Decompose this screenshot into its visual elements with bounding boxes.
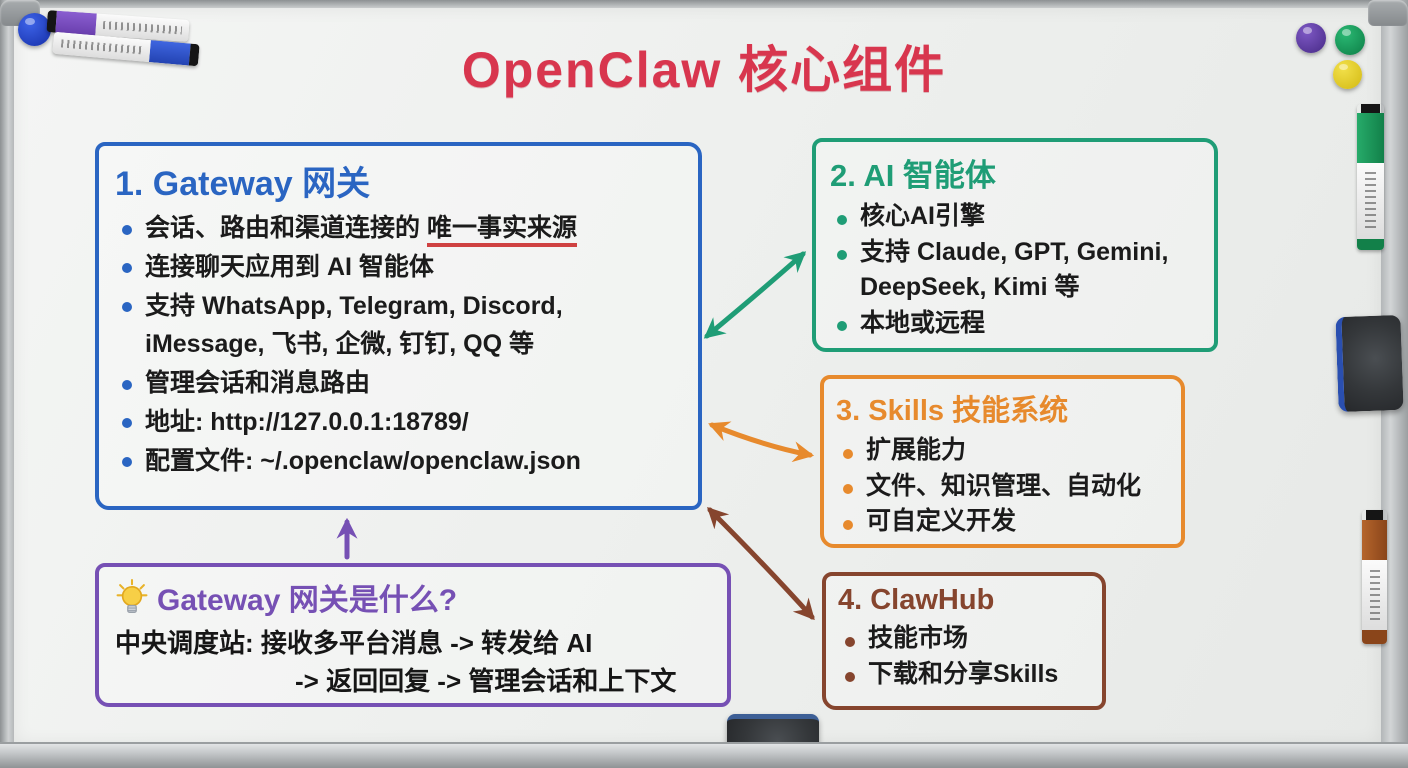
gateway-bullet: 连接聊天应用到 AI 智能体 [115, 248, 682, 287]
ai-agent-bullet: 支持 Claude, GPT, Gemini, DeepSeek, Kimi 等 [830, 235, 1200, 306]
frame-corner-cap [1368, 0, 1408, 26]
skills-bullet: 文件、知识管理、自动化 [836, 469, 1169, 505]
marker-brown-right [1362, 510, 1387, 644]
clawhub-box: 4. ClawHub 技能市场 下载和分享Skills [822, 572, 1106, 710]
ai-agent-bullet: 核心AI引擎 [830, 199, 1200, 235]
clawhub-bullet: 技能市场 [838, 621, 1090, 657]
skills-bullet: 可自定义开发 [836, 504, 1169, 540]
gateway-bullet-address: 地址: http://127.0.0.1:18789/ [115, 403, 682, 442]
gateway-bullet: 管理会话和消息路由 [115, 364, 682, 403]
skills-bullet: 扩展能力 [836, 433, 1169, 469]
marker-end [1362, 630, 1387, 644]
page-title: OpenClaw 核心组件 [461, 42, 947, 98]
marker-body [1357, 163, 1384, 239]
eraser-right [1335, 314, 1404, 413]
note-line: -> 返回回复 -> 管理会话和上下文 [295, 665, 677, 696]
ai-agent-box: 2. AI 智能体 核心AI引擎 支持 Claude, GPT, Gemini,… [812, 138, 1218, 352]
magnet-yellow [1333, 60, 1362, 89]
bullet-text: 会话、路由和渠道连接的 [145, 214, 427, 242]
skills-heading: 3. Skills 技能系统 [836, 395, 1069, 427]
frame-top [0, 0, 1408, 8]
gateway-bullet: 支持 WhatsApp, Telegram, Discord, iMessage… [115, 287, 682, 365]
marker-tray [0, 742, 1408, 768]
clawhub-bullet: 下载和分享Skills [838, 657, 1090, 693]
gateway-box: 1. Gateway 网关 会话、路由和渠道连接的 唯一事实来源 连接聊天应用到… [95, 142, 702, 510]
emphasis-underlined-text: 唯一事实来源 [426, 214, 577, 247]
marker-cap [148, 40, 191, 66]
gateway-heading: 1. Gateway 网关 [115, 165, 371, 203]
frame-left [0, 0, 14, 768]
gateway-explainer-note: Gateway 网关是什么? 中央调度站: 接收多平台消息 -> 转发给 AI … [95, 563, 731, 707]
marker-cap [1357, 113, 1384, 163]
marker-cap [1362, 520, 1387, 560]
clawhub-heading: 4. ClawHub [838, 584, 995, 616]
magnet-purple [1296, 23, 1326, 53]
marker-end [1357, 239, 1384, 250]
magnet-green [1335, 25, 1365, 55]
ai-agent-heading: 2. AI 智能体 [830, 158, 996, 193]
note-line: 中央调度站: 接收多平台消息 -> 转发给 AI [115, 628, 593, 658]
marker-green-right [1357, 104, 1384, 250]
marker-tip [1365, 510, 1384, 520]
note-heading: Gateway 网关是什么? [157, 584, 458, 617]
gateway-bullet-source-of-truth: 会话、路由和渠道连接的 唯一事实来源 [115, 209, 682, 248]
lightbulb-icon [116, 578, 148, 613]
magnet-blue [18, 13, 51, 46]
gateway-bullet-config-path: 配置文件: ~/.openclaw/openclaw.json [115, 442, 682, 481]
skills-box: 3. Skills 技能系统 扩展能力 文件、知识管理、自动化 可自定义开发 [820, 375, 1185, 548]
marker-body [1362, 560, 1387, 630]
marker-tip [1361, 104, 1380, 113]
ai-agent-bullet: 本地或远程 [830, 306, 1200, 342]
note-heading-row: Gateway 网关是什么? [115, 575, 711, 619]
